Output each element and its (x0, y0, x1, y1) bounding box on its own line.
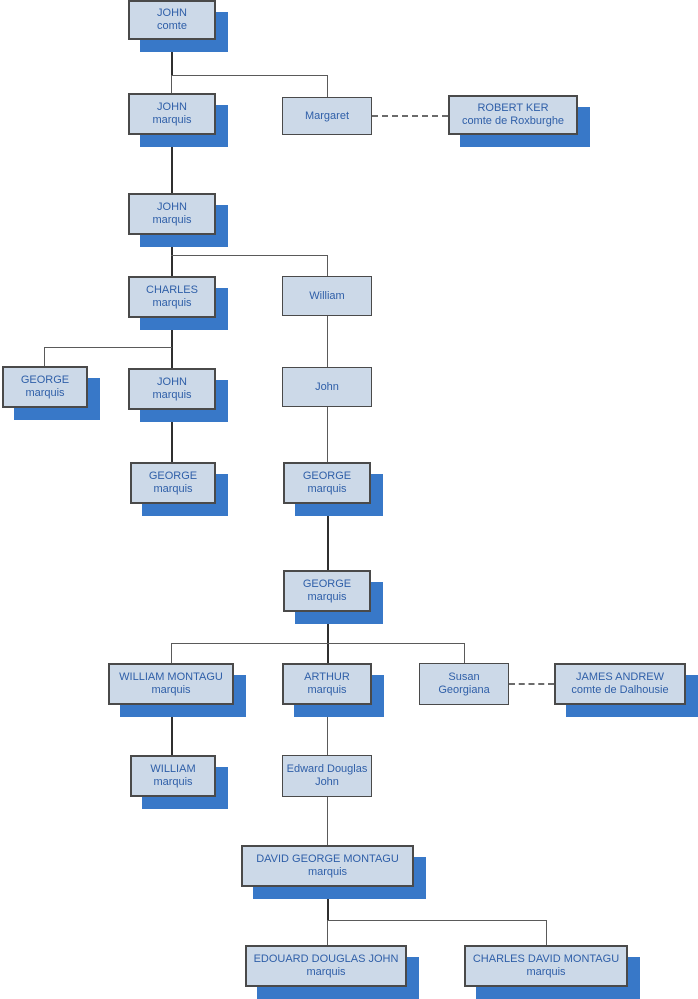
person-name: Margaret (304, 109, 350, 122)
connector-gen7-bus (171, 643, 464, 644)
connector-to-margaret (327, 75, 328, 97)
person-name: Edward Douglas (286, 763, 368, 775)
person-title: marquis (152, 214, 192, 226)
person-title: marquis (307, 483, 347, 495)
connector-john-comte-down (171, 40, 173, 75)
person-node[interactable]: John (282, 367, 372, 407)
person-name: ROBERT KER (477, 102, 549, 114)
connector-george-to-george (327, 504, 329, 570)
connector-to-george-left (44, 347, 45, 366)
connector-to-charles-david (546, 920, 547, 945)
person-name: WILLIAM (150, 763, 196, 775)
person-name: EDOUARD DOUGLAS JOHN (253, 953, 399, 965)
connector-john-to-george (171, 410, 173, 462)
person-title: comte (157, 20, 187, 32)
connector-gen3-bus (171, 255, 328, 256)
person-name: CHARLES DAVID MONTAGU (472, 953, 620, 965)
person-title: Georgiana (438, 684, 490, 696)
person-title: marquis (25, 387, 65, 399)
person-name: John (315, 380, 339, 393)
connector-gen1-bus (171, 75, 328, 76)
person-title: marquis (153, 483, 193, 495)
connector-charles-down (171, 318, 173, 368)
person-title: comte de Roxburghe (461, 115, 565, 127)
connector-john-marquis-down (171, 135, 173, 193)
person-name: JOHN (157, 201, 187, 213)
connector-to-susan (464, 643, 465, 663)
person-name: ARTHUR (304, 671, 350, 683)
person-title: marquis (307, 591, 347, 603)
connector-arthur-down (327, 705, 328, 755)
connector-to-william (327, 255, 328, 276)
person-name: Susan (448, 671, 480, 683)
person-name: CHARLES (146, 284, 198, 296)
person-title: marquis (307, 684, 347, 696)
person-name: JOHN (157, 101, 187, 113)
person-name: GEORGE (148, 470, 198, 482)
connector-gen4-bus (44, 347, 172, 348)
connector-to-john-marquis (171, 75, 172, 93)
person-name: William (309, 289, 345, 302)
connector-john2-to-george (327, 407, 328, 462)
connector-gen10-bus (327, 920, 546, 921)
person-name: JOHN (157, 376, 187, 388)
person-name: GEORGE (302, 578, 352, 590)
connector-edward-to-david (327, 797, 328, 845)
connector-david-down (327, 887, 329, 920)
person-name: GEORGE (302, 470, 352, 482)
person-title: marquis (306, 966, 346, 978)
person-name: GEORGE (20, 374, 70, 386)
connector-to-edouard (327, 920, 328, 945)
connector-william-to-john (327, 316, 328, 367)
person-name: JOHN (157, 7, 187, 19)
person-title: John (315, 776, 339, 788)
person-title: marquis (151, 684, 191, 696)
connector-margaret-robertker-marriage (372, 115, 448, 117)
connector-susan-james-marriage (509, 683, 554, 685)
connector-george-down (327, 612, 329, 663)
person-node[interactable]: Margaret (282, 97, 372, 135)
person-title: marquis (152, 389, 192, 401)
person-name: JAMES ANDREW (575, 671, 664, 683)
person-title: marquis (153, 776, 193, 788)
person-title: comte de Dalhousie (571, 684, 669, 696)
person-title: marquis (152, 297, 192, 309)
person-title: marquis (526, 966, 566, 978)
person-name: DAVID GEORGE MONTAGU (256, 853, 399, 865)
person-title: marquis (152, 114, 192, 126)
person-title: marquis (307, 866, 348, 878)
person-node[interactable]: William (282, 276, 372, 316)
connector-william-montagu-down (171, 705, 173, 755)
connector-to-william-montagu (171, 643, 172, 663)
person-name: WILLIAM MONTAGU (119, 671, 223, 683)
